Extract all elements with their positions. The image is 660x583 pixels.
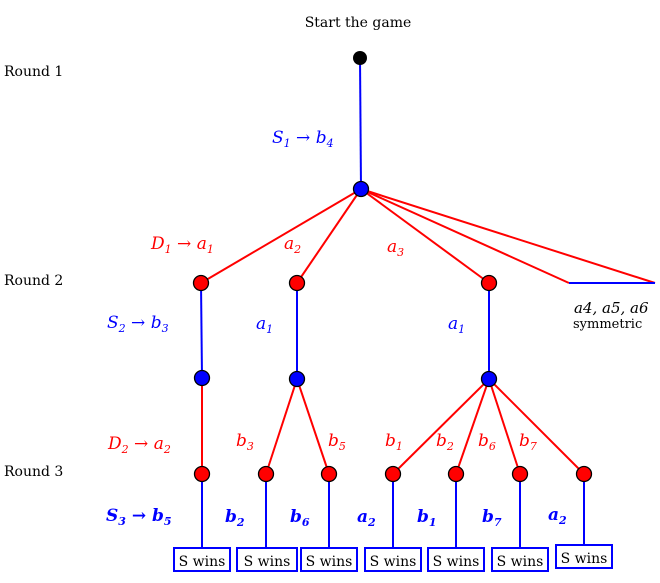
round-2-label: Round 2 bbox=[4, 273, 63, 289]
outcome-box-6 bbox=[491, 547, 549, 572]
edge-right-to-b2 bbox=[455, 378, 490, 475]
outcome-box-5 bbox=[427, 547, 485, 572]
label-s3: S3 → b5 bbox=[106, 506, 172, 528]
label-b6-red: b6 bbox=[478, 431, 496, 453]
outcome-boxes: S wins S wins S wins S wins S wins S win… bbox=[173, 544, 613, 572]
label-s1: S1 → b4 bbox=[272, 128, 334, 150]
nodes bbox=[192, 51, 593, 483]
outcome-box-3 bbox=[300, 547, 358, 572]
d-node-r3-3 bbox=[320, 465, 338, 483]
label-a1-right: a1 bbox=[448, 314, 465, 336]
d-node-r2-mid bbox=[288, 274, 306, 292]
label-d1: D1 → a1 bbox=[150, 234, 214, 256]
d-node-r3-2 bbox=[257, 465, 275, 483]
label-a3-top: a3 bbox=[387, 237, 404, 259]
s-node-round1 bbox=[352, 180, 370, 198]
label-b7-red: b7 bbox=[519, 431, 537, 453]
outcome-text-5: S wins bbox=[433, 554, 480, 570]
d-node-r3-1 bbox=[193, 465, 211, 483]
symmetric-text: symmetric bbox=[573, 317, 642, 332]
label-b3-red: b3 bbox=[236, 431, 254, 453]
outcome-text-4: S wins bbox=[370, 554, 417, 570]
d-node-r3-5 bbox=[447, 465, 465, 483]
root-node bbox=[353, 51, 367, 65]
outcome-box-7 bbox=[555, 544, 613, 569]
label-a2-blue-2: a2 bbox=[548, 505, 567, 527]
label-b5-red: b5 bbox=[328, 431, 346, 453]
d-node-r2-left bbox=[192, 274, 210, 292]
outcome-box-2 bbox=[236, 547, 298, 572]
label-b2-red: b2 bbox=[436, 431, 454, 453]
edge-s1-to-a2 bbox=[296, 188, 362, 284]
edge-s1-to-sym-a bbox=[360, 188, 570, 284]
edge-s1-to-a3 bbox=[360, 188, 490, 284]
edge-right-to-b7 bbox=[488, 378, 585, 475]
outcome-text-1: S wins bbox=[179, 554, 226, 570]
d-node-r3-7 bbox=[575, 465, 593, 483]
d-node-r3-4 bbox=[384, 465, 402, 483]
label-a2-blue-1: a2 bbox=[357, 507, 376, 529]
symmetric-actions-label: a4, a5, a6 bbox=[574, 299, 649, 317]
edge-root-to-s1 bbox=[359, 57, 362, 190]
edge-mid-to-b3 bbox=[265, 378, 298, 475]
edge-s1-to-sym-b bbox=[360, 188, 656, 284]
edge-labels: S1 → b4 D1 → a1 a2 a3 S2 → b3 a1 a1 D2 →… bbox=[107, 128, 537, 456]
d-node-r2-right bbox=[480, 274, 498, 292]
round-3-label: Round 3 bbox=[4, 464, 63, 480]
label-s2: S2 → b3 bbox=[107, 313, 169, 335]
edges bbox=[200, 57, 656, 548]
outcome-text-2: S wins bbox=[244, 554, 291, 570]
edge-mid-to-b5 bbox=[296, 378, 330, 475]
round-1-label: Round 1 bbox=[4, 64, 63, 80]
edge-right-to-b6 bbox=[488, 378, 521, 475]
d-node-r3-6 bbox=[511, 465, 529, 483]
outcome-text-6: S wins bbox=[497, 554, 544, 570]
s-node-r2-mid bbox=[288, 370, 306, 388]
edge-right-to-b1 bbox=[392, 378, 490, 475]
label-b6-blue: b6 bbox=[290, 507, 310, 529]
s-node-r2-right bbox=[480, 370, 498, 388]
label-b1-red: b1 bbox=[385, 431, 403, 453]
outcome-text-7: S wins bbox=[561, 551, 608, 567]
outcome-text-3: S wins bbox=[306, 554, 353, 570]
label-d2: D2 → a2 bbox=[107, 434, 171, 456]
outcome-box-1 bbox=[173, 547, 231, 572]
edge-r2-left-down bbox=[200, 282, 203, 379]
s-node-r2-left bbox=[193, 369, 211, 387]
title-label: Start the game bbox=[305, 15, 412, 31]
outcome-box-4 bbox=[364, 547, 422, 572]
label-a1-mid: a1 bbox=[256, 314, 273, 336]
label-b2-blue: b2 bbox=[225, 507, 245, 529]
round3-strategy-labels: S3 → b5 b2 b6 a2 b1 b7 a2 bbox=[106, 505, 567, 529]
label-a2-top: a2 bbox=[284, 234, 301, 256]
label-b7-blue: b7 bbox=[482, 507, 502, 529]
label-b1-blue: b1 bbox=[417, 507, 437, 529]
edge-s1-to-d1 bbox=[200, 188, 362, 284]
